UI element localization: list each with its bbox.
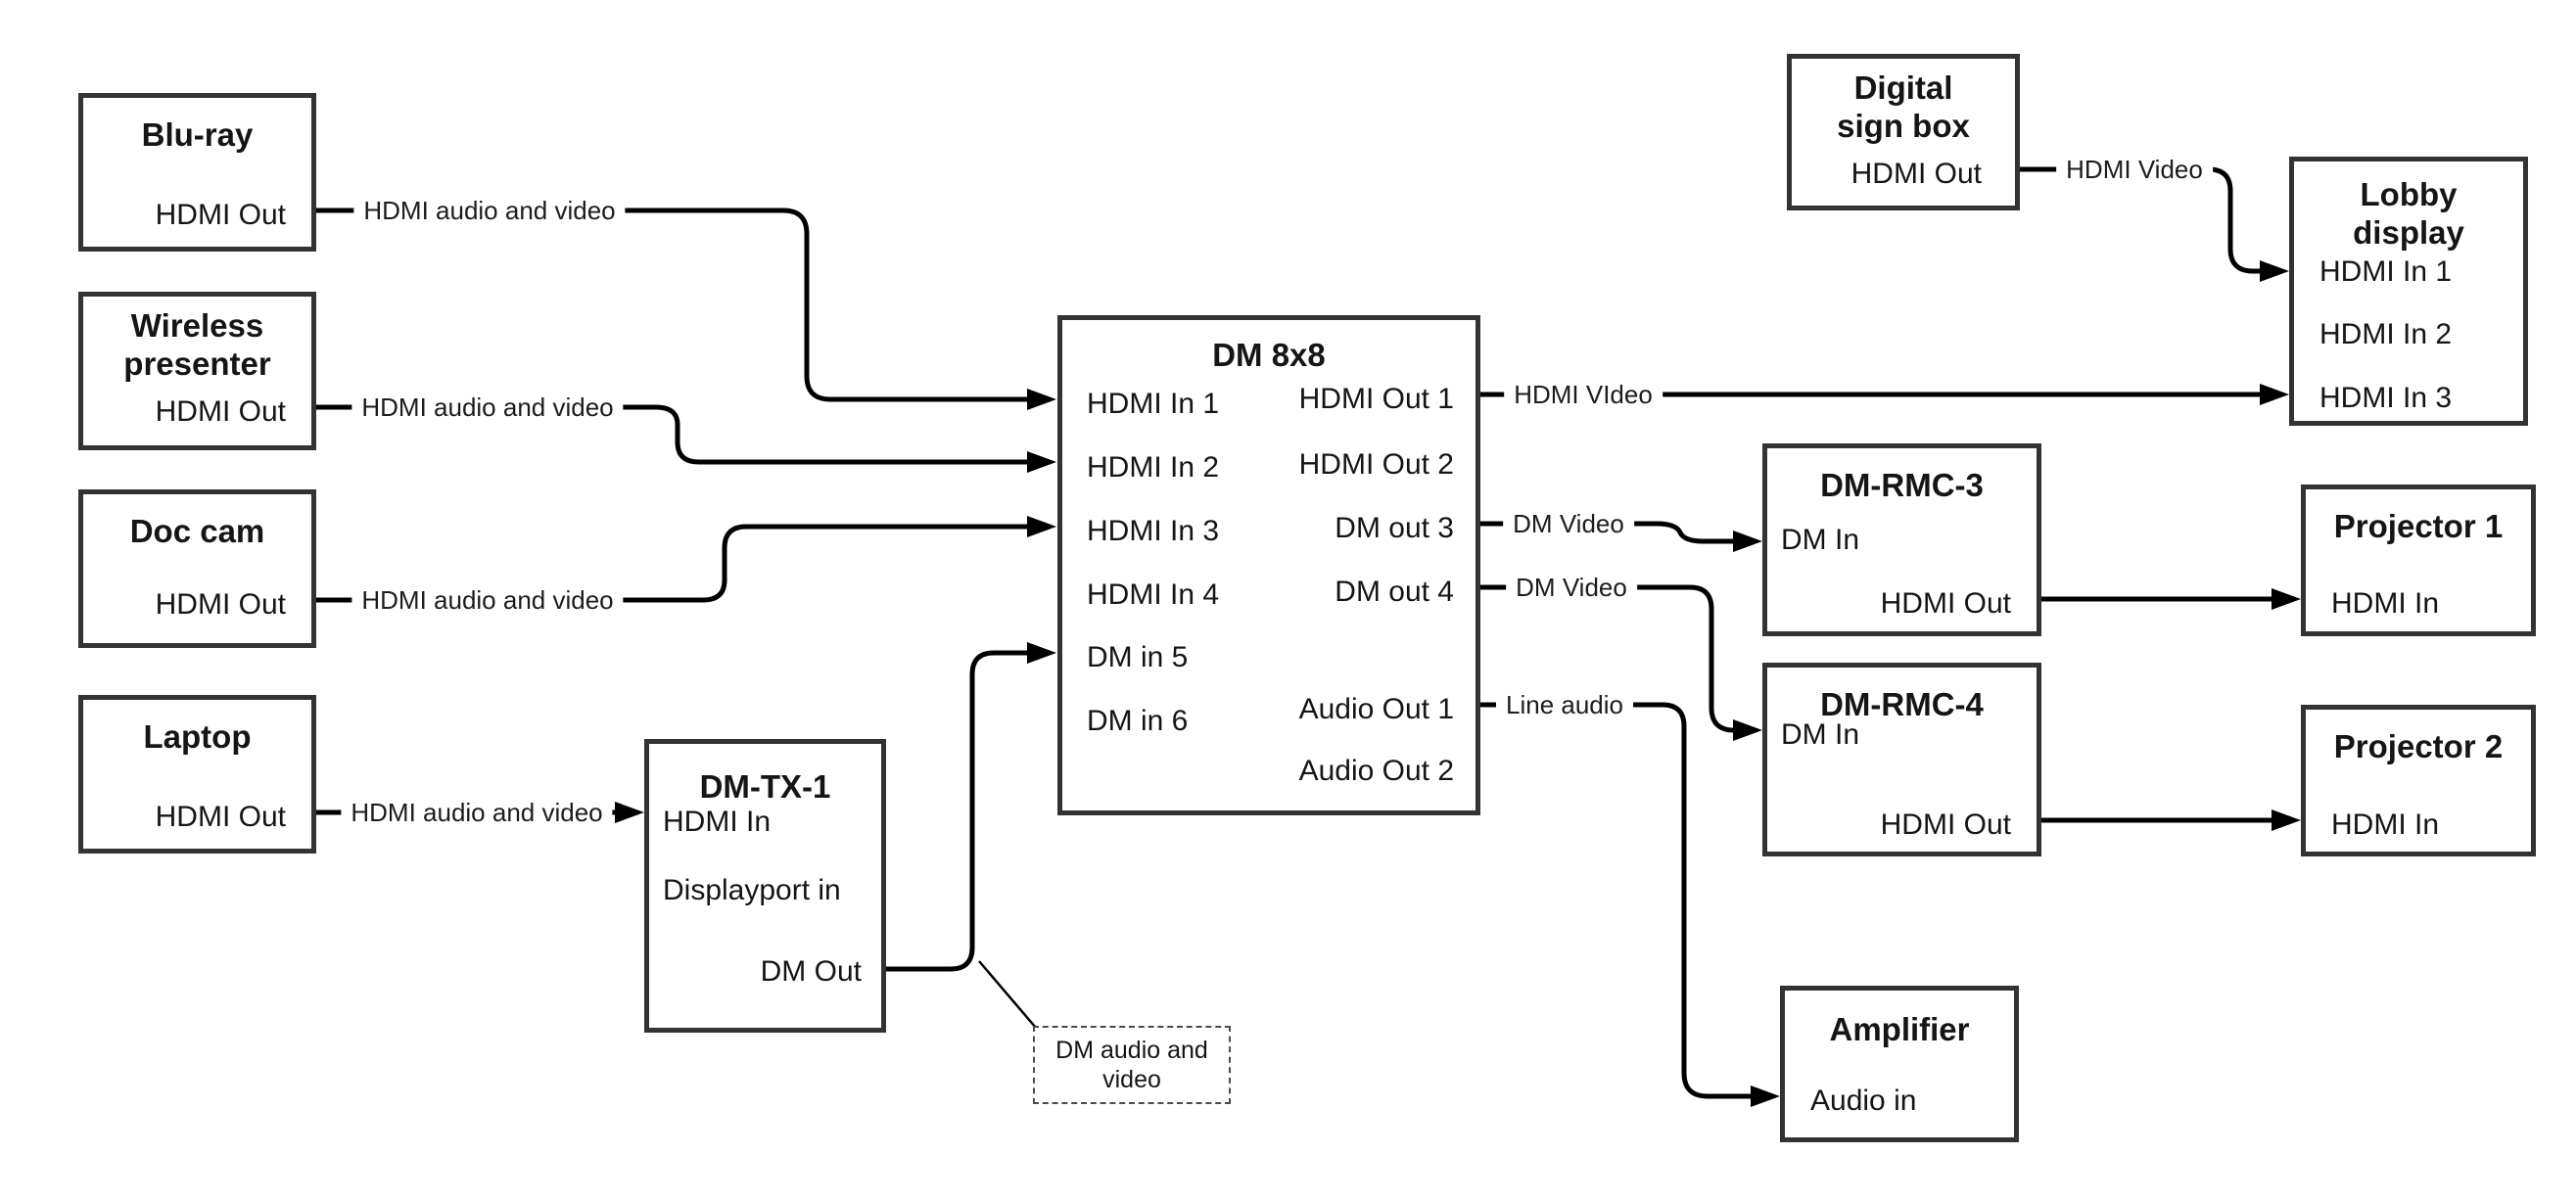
port-dm8x8-dm-in-6: DM in 6 [1087,705,1189,737]
arrowhead-in5 [1027,642,1056,664]
node-dm-rmc-3: DM-RMC-3 DM In HDMI Out [1762,443,2041,636]
port-rmc4-dm-in: DM In [1781,718,1860,751]
port-dmtx1-displayport-in: Displayport in [663,874,841,906]
wire-dm8x8-out4-to-rmc4 [1480,584,1737,733]
wire-label-hdmi-video-main: HDMI VIdeo [1504,380,1663,409]
node-wireless-presenter: Wireless presenter HDMI Out [78,292,316,450]
port-rmc4-hdmi-out: HDMI Out [1880,808,2011,841]
port-bluray-hdmi-out: HDMI Out [155,199,286,231]
arrowhead-rmc3 [1733,531,1762,552]
wire-label-wireless: HDMI audio and video [351,393,624,422]
node-digital-sign-box: Digital sign box HDMI Out [1787,54,2020,210]
port-dm8x8-audio-out-2: Audio Out 2 [1298,755,1454,787]
wire-label-sign-hdmi-video: HDMI Video [2056,155,2213,184]
port-dm8x8-dm-out-4: DM out 4 [1335,576,1454,608]
node-rmc3-title: DM-RMC-3 [1820,467,1984,503]
arrowhead-proj1 [2272,588,2301,610]
port-proj2-hdmi-in: HDMI In [2331,808,2440,841]
port-dm8x8-hdmi-out-1: HDMI Out 1 [1298,383,1454,415]
wire-wireless-to-dm8x8-in2 [316,404,1030,465]
node-bluray: Blu-ray HDMI Out [78,93,316,252]
port-dm8x8-dm-in-5: DM in 5 [1087,641,1189,673]
port-amp-audio-in: Audio in [1810,1085,1917,1117]
wire-label-doccam: HDMI audio and video [351,585,624,615]
node-dm-8x8: DM 8x8 HDMI In 1 HDMI In 2 HDMI In 3 HDM… [1057,315,1480,815]
port-proj1-hdmi-in: HDMI In [2331,587,2440,620]
wire-signbox-to-lobby-in1 [2020,166,2264,274]
port-lobby-hdmi-in-3: HDMI In 3 [2319,382,2453,414]
port-dm8x8-hdmi-in-1: HDMI In 1 [1087,388,1220,420]
port-wireless-hdmi-out: HDMI Out [155,395,286,428]
arrowhead-rmc4 [1733,719,1762,741]
port-dm8x8-hdmi-out-2: HDMI Out 2 [1298,448,1454,481]
note-dm-audio-video: DM audio and video [1033,1026,1231,1104]
arrowhead-lobby-in1 [2260,260,2289,282]
node-laptop: Laptop HDMI Out [78,695,316,854]
node-rmc4-title: DM-RMC-4 [1820,686,1984,722]
node-projector-1: Projector 1 HDMI In [2301,485,2536,636]
wire-label-line-audio: Line audio [1496,690,1633,719]
arrowhead-lobby-in3 [2260,384,2289,405]
port-dm8x8-hdmi-in-4: HDMI In 4 [1087,578,1220,611]
arrowheads [615,260,2301,1107]
note-leader-line [978,960,1037,1029]
wire-label-bluray: HDMI audio and video [353,196,626,225]
node-doccam-title: Doc cam [129,513,265,549]
arrowhead-in1 [1027,389,1056,410]
node-laptop-title: Laptop [143,718,252,755]
port-lobby-hdmi-in-1: HDMI In 1 [2319,255,2453,288]
wire-label-dm-video-4: DM Video [1506,573,1637,602]
node-dm-tx-1: DM-TX-1 HDMI In Displayport in DM Out [644,739,886,1033]
wire-bluray-to-dm8x8-in1 [316,208,1030,402]
node-proj2-title: Projector 2 [2333,728,2504,764]
node-lobby-title: Lobby display [2353,176,2464,251]
node-signbox-title: Digital sign box [1837,69,1970,144]
node-bluray-title: Blu-ray [141,116,254,153]
arrowhead-in3 [1027,516,1056,537]
arrowhead-proj2 [2272,809,2301,831]
port-dmtx1-hdmi-in: HDMI In [663,806,772,838]
wire-dmtx1-to-dm8x8-in5 [886,650,1030,972]
port-signbox-hdmi-out: HDMI Out [1850,158,1982,190]
port-dm8x8-audio-out-1: Audio Out 1 [1298,693,1454,725]
wire-label-dm-video-3: DM Video [1503,509,1634,538]
port-dm8x8-dm-out-3: DM out 3 [1335,512,1454,544]
wire-label-laptop: HDMI audio and video [341,798,613,827]
node-dmtx1-title: DM-TX-1 [699,768,831,805]
wire-dm8x8-out3-to-rmc3 [1480,521,1737,544]
port-rmc3-hdmi-out: HDMI Out [1880,587,2011,620]
arrowhead-dmtx1 [615,802,644,823]
arrowhead-amp [1751,1086,1780,1107]
port-rmc3-dm-in: DM In [1781,524,1860,556]
wire-doccam-to-dm8x8-in3 [316,524,1030,603]
port-dm8x8-hdmi-in-2: HDMI In 2 [1087,451,1220,484]
port-dmtx1-dm-out: DM Out [760,955,862,988]
arrowhead-in2 [1027,451,1056,473]
port-lobby-hdmi-in-2: HDMI In 2 [2319,318,2453,350]
wire-dm8x8-audio1-to-amp [1480,702,1755,1099]
node-doc-cam: Doc cam HDMI Out [78,489,316,648]
port-dm8x8-hdmi-in-3: HDMI In 3 [1087,515,1220,547]
port-doccam-hdmi-out: HDMI Out [155,588,286,621]
node-amp-title: Amplifier [1829,1011,1970,1047]
node-proj1-title: Projector 1 [2333,508,2504,544]
node-amplifier: Amplifier Audio in [1780,986,2019,1142]
node-dm-rmc-4: DM-RMC-4 DM In HDMI Out [1762,663,2041,856]
node-dm8x8-title: DM 8x8 [1212,337,1326,373]
node-wireless-title: Wireless presenter [123,307,271,382]
port-laptop-hdmi-out: HDMI Out [155,801,286,833]
node-lobby-display: Lobby display HDMI In 1 HDMI In 2 HDMI I… [2289,157,2528,426]
node-projector-2: Projector 2 HDMI In [2301,705,2536,856]
